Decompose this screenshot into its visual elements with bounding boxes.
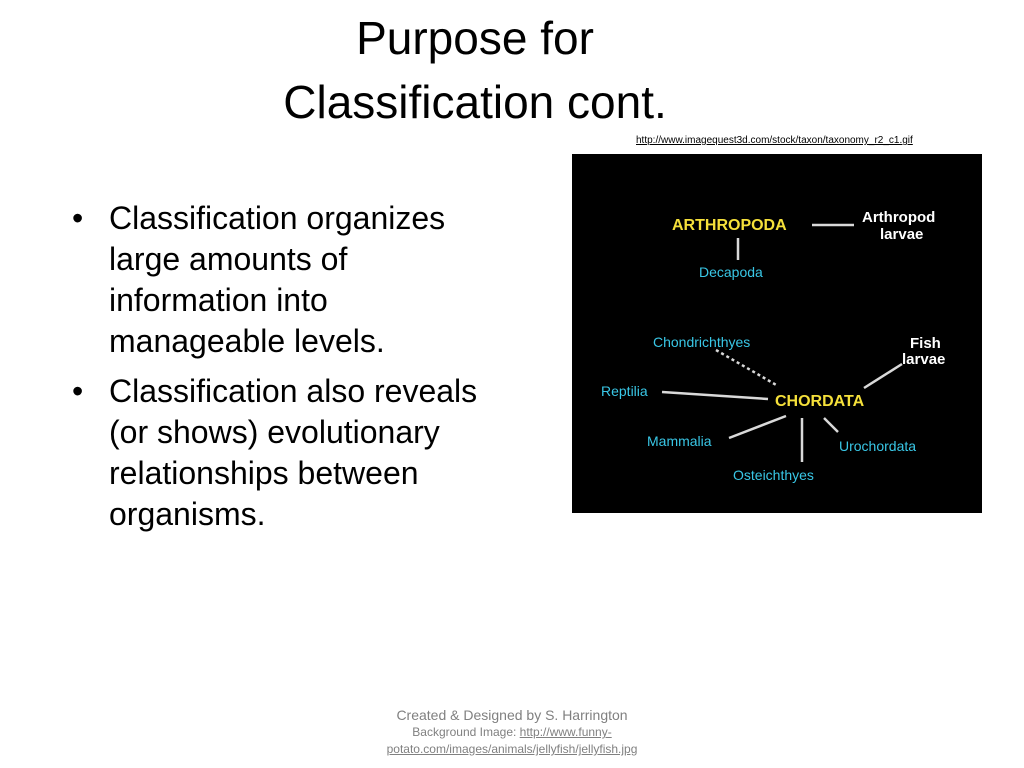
bullet-text: Classification also reveals (or shows) e… [109,373,478,532]
label-fish-larvae-line-2: larvae [902,351,945,368]
label-reptilia: Reptilia [601,383,648,399]
label-decapoda: Decapoda [699,264,763,280]
footer-background-credit: Background Image: http://www.funny- pota… [330,724,694,758]
label-arthropod-larvae-line-2: larvae [880,226,923,243]
connector-fish-chordata [863,362,903,390]
label-arthropod-larvae-line-1: Arthropod [862,209,935,226]
slide-title-line-2: Classification cont. [283,76,667,128]
bullet-marker: • [72,200,84,236]
footer-author: Created & Designed by S. Harrington [396,707,628,723]
label-osteichthyes: Osteichthyes [733,467,814,483]
bullet-marker: • [72,373,84,409]
label-fish-larvae-line-1: Fish [910,335,941,352]
connector-reptilia-chordata [661,390,769,401]
bullet-text: Classification organizes large amounts o… [109,200,446,359]
bullet-list: • Classification organizes large amounts… [72,198,512,544]
footer-credits: Created & Designed by S. Harrington Back… [330,706,694,758]
bullet-item: • Classification organizes large amounts… [72,198,512,362]
connector-chondrichthyes-chordata [715,348,779,388]
footer-background-link-part-2[interactable]: potato.com/images/animals/jellyfish/jell… [386,742,638,756]
label-arthropoda: ARTHROPODA [672,217,787,234]
footer-background-label: Background Image: [412,725,520,739]
connector-mammalia-chordata [728,414,787,440]
connector-urochordata-chordata [823,417,839,433]
label-mammalia: Mammalia [647,433,712,449]
label-urochordata: Urochordata [839,438,916,454]
slide-title-line-1: Purpose for [356,12,594,64]
bullet-item: • Classification also reveals (or shows)… [72,371,512,535]
image-credit-link[interactable]: http://www.imagequest3d.com/stock/taxon/… [636,135,913,146]
label-chordata: CHORDATA [775,393,865,410]
slide-title: Purpose for Classification cont. [180,6,770,134]
label-chondrichthyes: Chondrichthyes [653,334,750,350]
taxonomy-diagram: ARTHROPODA CHORDATA Arthropod larvae Fis… [572,154,982,513]
footer-background-link-part-1[interactable]: http://www.funny- [519,725,612,739]
